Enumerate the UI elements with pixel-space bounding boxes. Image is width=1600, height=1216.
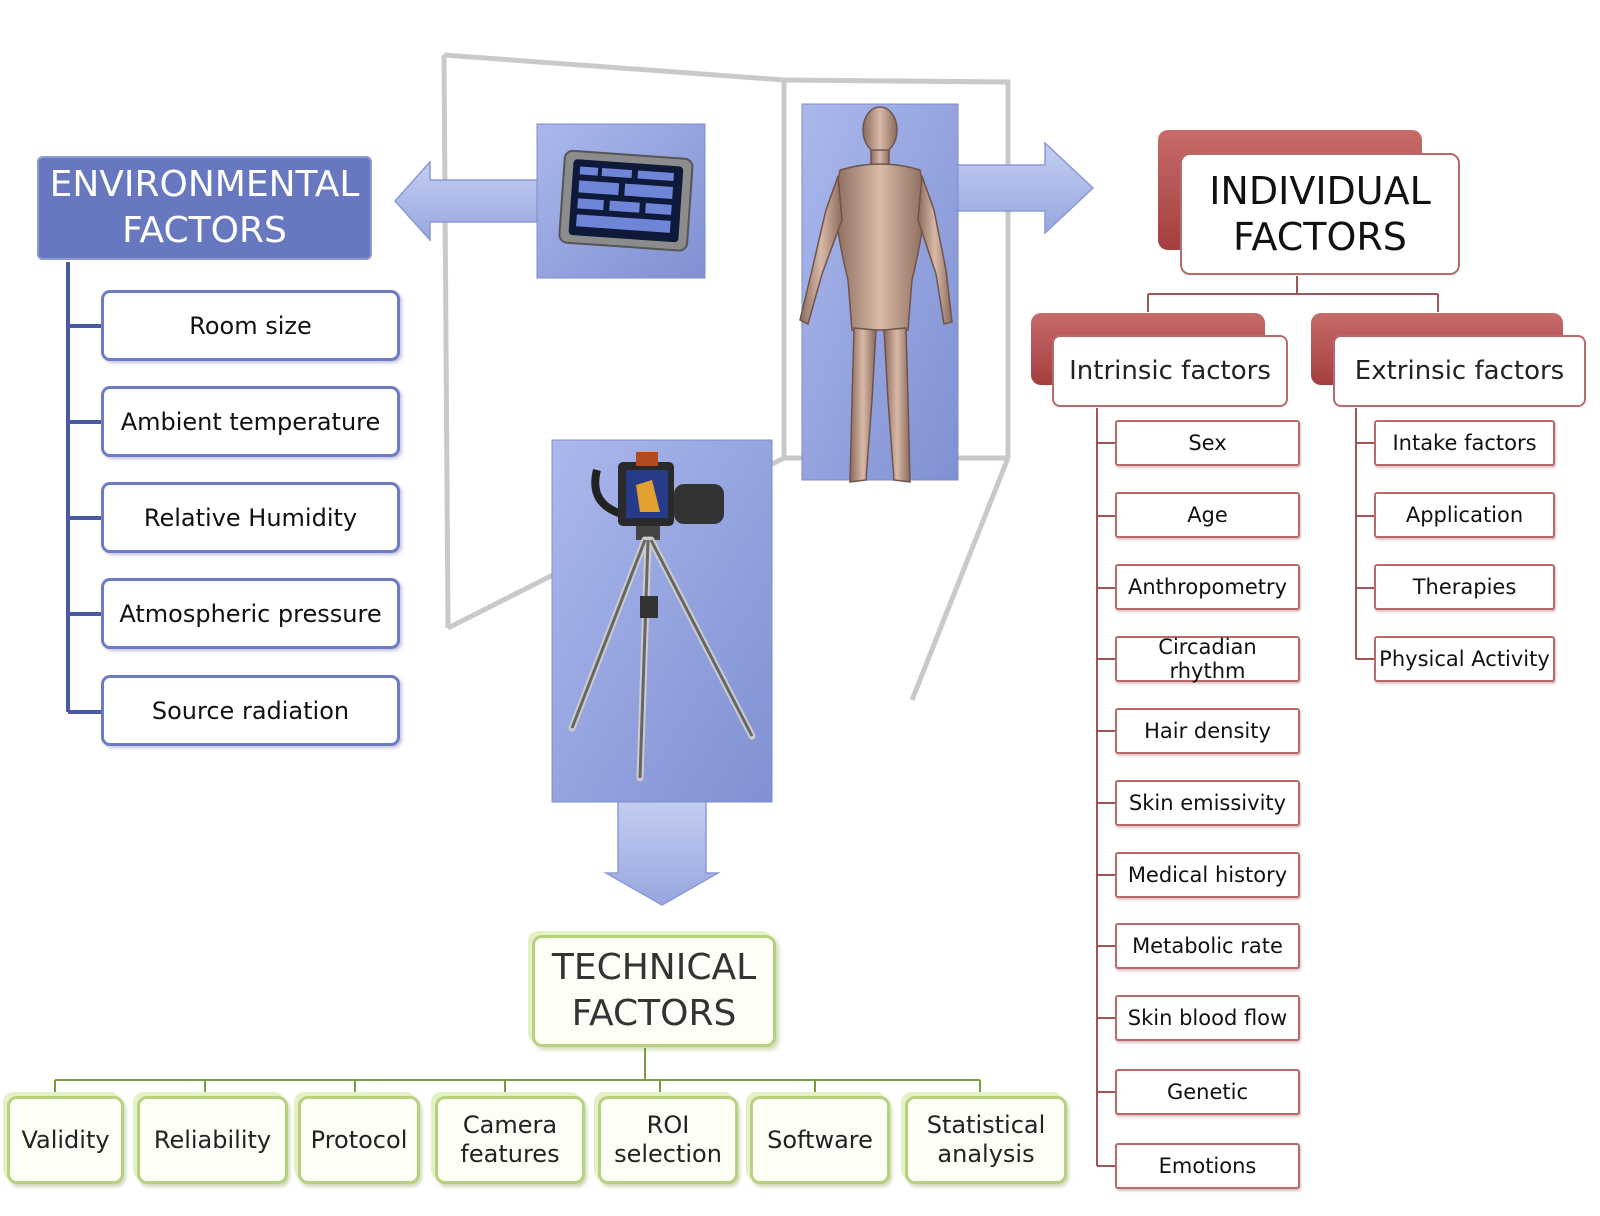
environmental-tree-lines [66,262,103,714]
env-item-relative-humidity: Relative Humidity [101,482,400,553]
tech-item-software-line1: Software [767,1125,873,1154]
intrinsic-item-sex: Sex [1115,420,1300,466]
arrow-to-environmental [393,160,541,242]
intrinsic-item-genetic: Genetic [1115,1069,1300,1115]
intrinsic-item-anthropometry: Anthropometry [1115,564,1300,610]
individual-factors-title: INDIVIDUAL FACTORS [1180,153,1460,275]
arrow-to-individual [954,141,1095,235]
individual-title-line1: INDIVIDUAL [1209,169,1431,213]
env-item-source-radiation: Source radiation [101,675,400,746]
intrinsic-item-age: Age [1115,492,1300,538]
intrinsic-item-hair-density: Hair density [1115,708,1300,754]
tech-item-statistical-analysis-line2: analysis [937,1140,1035,1168]
extrinsic-item-therapies: Therapies [1374,564,1555,610]
technical-title-line2: FACTORS [571,993,737,1034]
thermal-camera-tripod-icon [568,452,756,782]
extrinsic-factors-title: Extrinsic factors [1333,335,1586,407]
intrinsic-item-skin-emissivity: Skin emissivity [1115,780,1300,826]
tech-item-protocol: Protocol [298,1096,420,1184]
tech-item-roi-selection: ROI selection [598,1096,738,1184]
environmental-title-line2: FACTORS [122,210,287,251]
weather-station-icon [558,149,694,252]
tech-item-validity: Validity [7,1096,124,1184]
intrinsic-factors-title: Intrinsic factors [1052,335,1288,407]
intrinsic-item-emotions: Emotions [1115,1143,1300,1189]
tech-item-protocol-line1: Protocol [310,1125,408,1154]
human-body-icon [799,106,953,483]
individual-tree-lines [1096,276,1439,1167]
tech-item-camera-features-line2: features [460,1140,560,1168]
tech-item-camera-features: Camera features [435,1096,585,1184]
intrinsic-item-metabolic-rate: Metabolic rate [1115,923,1300,969]
tech-item-roi-selection-line2: selection [614,1140,722,1168]
arrow-to-technical [603,799,721,906]
tech-item-roi-selection-line1: ROI [646,1111,690,1139]
individual-title-line2: FACTORS [1233,215,1407,259]
tech-item-validity-line1: Validity [21,1125,110,1154]
extrinsic-item-physical-activity: Physical Activity [1374,636,1555,682]
tech-item-statistical-analysis: Statistical analysis [905,1096,1067,1184]
technical-factors-title: TECHNICAL FACTORS [532,935,776,1047]
tech-item-reliability: Reliability [137,1096,288,1184]
technical-title-line1: TECHNICAL [551,947,757,988]
extrinsic-item-application: Application [1374,492,1555,538]
intrinsic-item-circadian-rhythm: Circadian rhythm [1115,635,1300,683]
env-item-atmospheric-pressure: Atmospheric pressure [101,578,400,649]
tech-item-statistical-analysis-line1: Statistical [926,1111,1046,1139]
environmental-title-line1: ENVIRONMENTAL [49,164,360,205]
environmental-factors-title: ENVIRONMENTAL FACTORS [37,156,372,260]
tech-item-software: Software [750,1096,890,1184]
intrinsic-item-skin-blood-flow: Skin blood flow [1115,995,1300,1041]
env-item-ambient-temperature: Ambient temperature [101,386,400,457]
intrinsic-item-medical-history: Medical history [1115,852,1300,898]
tech-item-reliability-line1: Reliability [153,1125,272,1154]
env-item-room-size: Room size [101,290,400,361]
technical-tree-lines [54,1048,981,1093]
extrinsic-item-intake-factors: Intake factors [1374,420,1555,466]
tech-item-camera-features-line1: Camera [462,1111,558,1139]
